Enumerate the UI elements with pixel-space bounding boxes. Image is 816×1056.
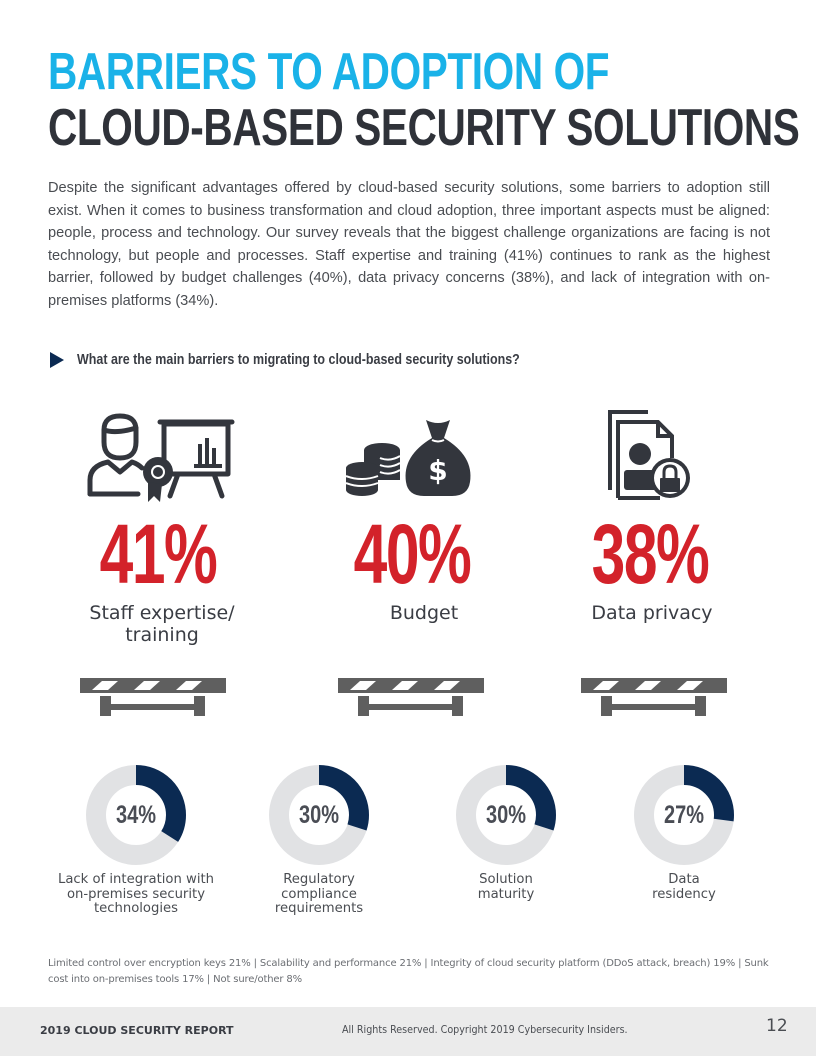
donut-chart: [456, 765, 556, 865]
donut-value: 34%: [115, 800, 157, 829]
road-barrier-icon: [80, 678, 226, 716]
other-barriers-footnote: Limited control over encryption keys 21%…: [48, 958, 769, 985]
stat-data-privacy-value: 38%: [591, 507, 710, 601]
page-footer: 2019 CLOUD SECURITY REPORT All Rights Re…: [0, 1007, 816, 1056]
donut-label-data-residency: Data residency: [594, 872, 774, 902]
question-text: What are the main barriers to migrating …: [77, 352, 520, 368]
stat-budget-value: 40%: [353, 507, 472, 601]
label-text: Regulatory compliance requirements: [274, 872, 364, 917]
label-text: Staff expertise/ training: [89, 602, 235, 646]
play-arrow-icon: [50, 352, 64, 368]
label-text: Solution maturity: [477, 872, 535, 902]
trainer-presentation-icon: [87, 413, 235, 502]
donut-label-solution-maturity: Solution maturity: [416, 872, 596, 902]
donut-value: 30%: [485, 800, 527, 829]
donut-chart: [634, 765, 734, 865]
label-text: Data residency: [652, 872, 716, 902]
donut-label-regulatory-compliance: Regulatory compliance requirements: [229, 872, 409, 917]
survey-question: What are the main barriers to migrating …: [50, 352, 592, 368]
copyright-text: All Rights Reserved. Copyright 2019 Cybe…: [342, 1024, 628, 1036]
page-title: BARRIERS TO ADOPTION OF CLOUD-BASED SECU…: [48, 43, 800, 157]
money-bag-coins-icon: $: [346, 420, 471, 496]
report-title: 2019 CLOUD SECURITY REPORT: [40, 1024, 234, 1037]
donut-chart: [86, 765, 186, 865]
svg-text:$: $: [428, 454, 447, 487]
stat-staff-expertise-label: Staff expertise/ training: [52, 602, 272, 646]
donut-lack-of-integration: 34%: [86, 765, 186, 865]
donut-data-residency: 27%: [634, 765, 734, 865]
locked-document-icon: [608, 410, 690, 500]
donut-solution-maturity: 30%: [456, 765, 556, 865]
donut-value: 27%: [663, 800, 705, 829]
page-number: 12: [766, 1016, 788, 1036]
title-line-1: BARRIERS TO ADOPTION OF: [48, 43, 610, 101]
donut-value: 30%: [298, 800, 340, 829]
donut-regulatory-compliance: 30%: [269, 765, 369, 865]
stat-budget-label: Budget: [389, 602, 459, 624]
intro-paragraph: Despite the significant advantages offer…: [48, 180, 770, 309]
donut-label-lack-of-integration: Lack of integration with on-premises sec…: [57, 872, 215, 917]
stat-data-privacy-label: Data privacy: [591, 602, 713, 624]
stat-staff-expertise-value: 41%: [99, 507, 218, 601]
donut-chart: [269, 765, 369, 865]
title-line-2: CLOUD-BASED SECURITY SOLUTIONS: [48, 99, 800, 157]
road-barrier-icon: [338, 678, 484, 716]
road-barrier-icon: [581, 678, 727, 716]
